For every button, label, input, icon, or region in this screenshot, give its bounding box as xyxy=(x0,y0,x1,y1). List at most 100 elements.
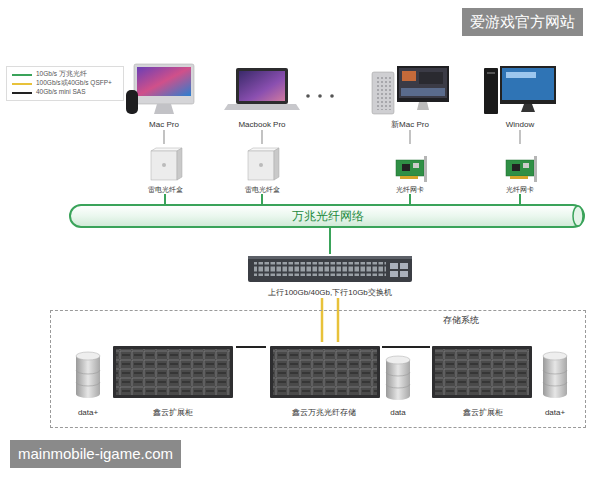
network-switch xyxy=(248,256,412,282)
storage-cabinet xyxy=(432,346,532,398)
mac-pro-workstation xyxy=(402,71,416,81)
fiber-nic-card xyxy=(396,160,424,176)
data-store: data+ xyxy=(68,348,108,418)
mac-pro-workstation xyxy=(372,72,394,114)
node-label: 鑫云万兆光纤存储 xyxy=(292,408,356,418)
windows-pc xyxy=(484,66,556,114)
windows-pc xyxy=(506,72,536,78)
data-cylinder xyxy=(543,382,567,386)
node-label: 光纤网卡 xyxy=(396,186,424,194)
data-cylinder xyxy=(543,370,567,374)
thunderbolt-fiber-box xyxy=(274,148,279,180)
legend-box: 10Gb/s 万兆光纤100Gb/s或40Gb/s QSFP+40Gb/s mi… xyxy=(6,66,124,101)
fiber-nic-card xyxy=(413,163,419,168)
fiber-link xyxy=(519,194,521,204)
qsfp-link xyxy=(337,298,340,342)
data-cylinder xyxy=(76,352,100,398)
legend-line-sample xyxy=(12,92,32,94)
fiber-nic-card xyxy=(424,156,427,182)
windows-pc xyxy=(521,104,535,112)
imac-computer xyxy=(134,64,194,104)
node-label: data+ xyxy=(78,408,98,418)
network-switch xyxy=(248,256,412,259)
network-switch xyxy=(254,262,386,276)
legend-line-sample xyxy=(12,74,32,76)
network-switch xyxy=(400,271,408,277)
thunderbolt-box: 雷电光纤盒 xyxy=(232,144,292,194)
ellipsis-dots xyxy=(306,94,334,98)
fiber-nic-card xyxy=(523,163,529,168)
pcie-link xyxy=(409,130,410,144)
fiber-link xyxy=(409,194,411,204)
fiber-nic-card xyxy=(506,160,534,176)
data-cylinder xyxy=(386,384,410,388)
legend-line-sample xyxy=(11,90,33,96)
windows-pc xyxy=(500,66,556,104)
imac-computer xyxy=(126,90,138,114)
qsfp-link xyxy=(321,298,324,342)
data-store: data+ xyxy=(538,348,572,418)
laptop-computer xyxy=(224,68,300,110)
fiber-link xyxy=(329,228,331,254)
thunderbolt-fiber-box xyxy=(162,163,166,167)
thunderbolt-box: 雷电光纤盒 xyxy=(135,144,195,194)
fiber-nic-card xyxy=(510,176,528,179)
ellipsis-dots xyxy=(306,94,310,98)
mac-pro-workstation xyxy=(419,72,443,84)
laptop-computer xyxy=(239,71,285,101)
legend-line-sample xyxy=(11,72,33,78)
data-cylinder xyxy=(76,382,100,386)
storage-cabinet xyxy=(273,349,377,395)
legend-line-sample xyxy=(12,83,32,85)
pcie-link xyxy=(519,130,520,144)
storage-cabinet xyxy=(116,349,230,395)
node-label: 光纤网卡 xyxy=(506,186,534,194)
fiber-link xyxy=(164,194,166,204)
legend-text: 10Gb/s 万兆光纤 xyxy=(36,71,87,78)
expansion-cabinet: 鑫云扩展柜 xyxy=(430,342,536,418)
node-label: 雷电光纤盒 xyxy=(245,186,280,194)
imac-computer xyxy=(126,64,194,114)
node-label: 鑫云扩展柜 xyxy=(463,408,503,418)
node-label: 万兆光纤网络 xyxy=(292,209,364,223)
imac-computer xyxy=(154,104,174,114)
data-cylinder xyxy=(386,372,410,376)
network-switch: 上行100Gb/40Gb,下行10Gb交换机 xyxy=(246,254,414,298)
node-label: 新Mac Pro xyxy=(391,120,429,130)
legend-entry: 100Gb/s或40Gb/s QSFP+ xyxy=(11,79,119,88)
legend-text: 40Gb/s mini SAS xyxy=(36,89,86,96)
data-cylinder xyxy=(76,352,100,360)
watermark: mainmobile-igame.com xyxy=(10,440,181,468)
computer: Macbook Pro xyxy=(222,62,302,130)
mac-pro-workstation xyxy=(401,88,445,96)
storage-cabinet xyxy=(435,349,529,395)
network-switch xyxy=(390,271,398,277)
computer: Window xyxy=(482,62,558,130)
thunderbolt-fiber-box xyxy=(151,148,182,180)
fiber-storage: 鑫云万兆光纤存储 xyxy=(266,342,382,418)
storage-cabinet xyxy=(113,346,233,398)
fiber-nic-card xyxy=(396,156,427,182)
computer: 新Mac Pro xyxy=(370,62,450,130)
legend-entry: 10Gb/s 万兆光纤 xyxy=(11,70,119,79)
node-label: 鑫云扩展柜 xyxy=(153,408,193,418)
node-label: 存储系统 xyxy=(443,315,479,326)
windows-pc xyxy=(484,68,498,114)
network-pipe: 万兆光纤网络 xyxy=(68,204,588,228)
legend-line-sample xyxy=(11,81,33,87)
thunderbolt-link xyxy=(261,130,262,144)
windows-pc xyxy=(502,68,554,100)
fiber-nic: 光纤网卡 xyxy=(490,144,550,194)
storage-region: 存储系统 data+ 鑫云扩展柜 鑫云万兆光纤存储 data 鑫云扩展柜 data+ xyxy=(50,310,586,428)
data-store: data xyxy=(384,348,412,418)
node-label: Mac Pro xyxy=(149,120,179,130)
imac-computer xyxy=(137,67,191,96)
data-cylinder xyxy=(386,360,410,400)
ellipsis-dots xyxy=(330,94,334,98)
mac-pro-workstation xyxy=(372,66,449,114)
storage-cabinet xyxy=(113,346,233,398)
laptop-computer xyxy=(236,68,288,104)
expansion-cabinet: 鑫云扩展柜 xyxy=(110,342,236,418)
fiber-network-pipe xyxy=(70,205,584,227)
